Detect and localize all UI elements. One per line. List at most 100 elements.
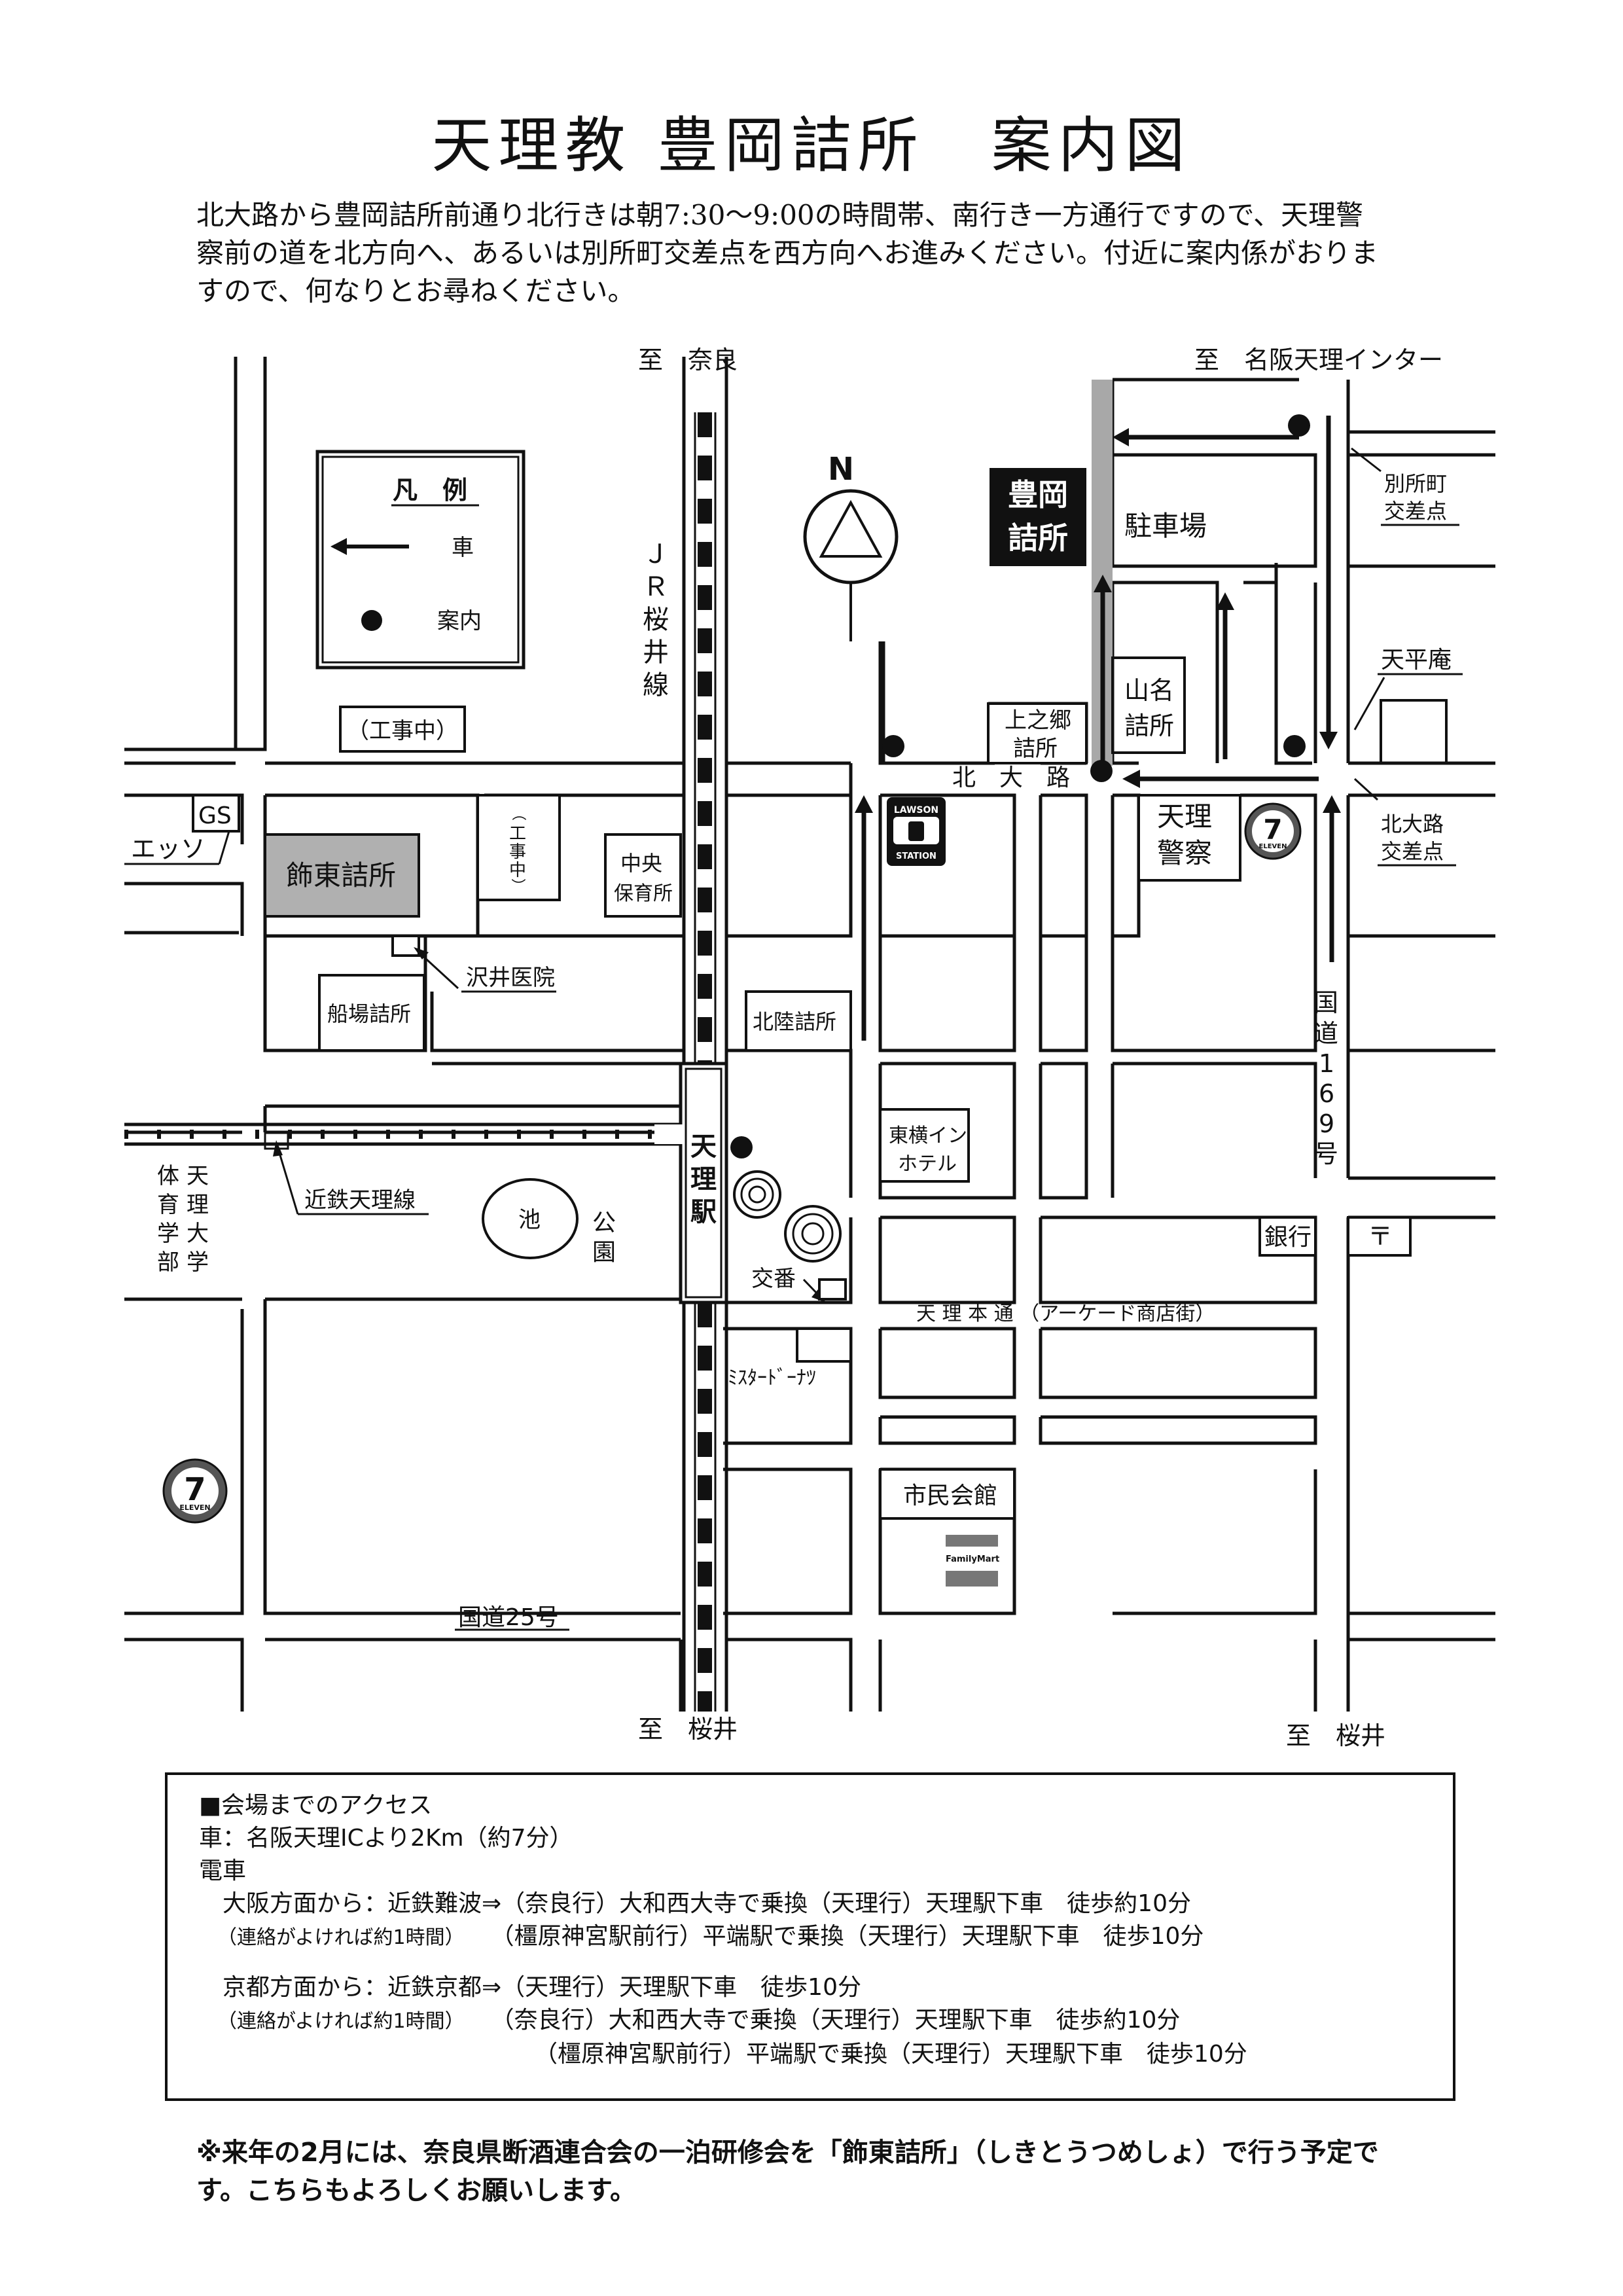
kintetsu-label: 近鉄天理線 [304, 1187, 416, 1213]
familymart-label: FamilyMart [946, 1554, 999, 1564]
tenri-station-label-2: 理 [690, 1164, 717, 1194]
access-osaka-route-2: （連絡がよければ約1時間） （橿原神宮駅前行）平端駅で乗換（天理行）天理駅下車 徒… [199, 1920, 1421, 1954]
kitaoji-road-label: 北 大 路 [952, 764, 1070, 791]
access-kyoto-route-2-text: （奈良行）大和西大寺で乗換（天理行）天理駅下車 徒歩約10分 [490, 2007, 1181, 2034]
footnote-line: ※来年の2月には、奈良県断酒連合会の一泊研修会を「飾東詰所」（しきとうつめしょ）… [196, 2138, 1379, 2168]
legend-guide-label: 案内 [437, 608, 482, 634]
seven-eleven-logo: 7 ELEVEN [162, 1458, 228, 1524]
park-label-1: 公 [592, 1210, 616, 1236]
toyooka-destination-box: 豊岡 詰所 [990, 468, 1086, 566]
tenri-station [654, 1062, 728, 1304]
guide-map: 凡 例 車 案内 N 至 奈良 至 名阪天理インター 至 桜井 至 桜井 豊岡 … [124, 346, 1495, 1750]
univ-label-col2-1: 体 [157, 1163, 179, 1189]
route169-char: 6 [1319, 1079, 1334, 1108]
access-kyoto-note: （連絡がよければ約1時間） [217, 2010, 465, 2033]
access-osaka-route-1: 大阪方面から：近鉄難波⇒（奈良行）大和西大寺で乗換（天理行）天理駅下車 徒歩約1… [223, 1890, 1191, 1917]
post-office-icon: 〒 [1368, 1222, 1393, 1251]
access-kyoto-route-1: 京都方面から：近鉄京都⇒（天理行）天理駅下車 徒歩10分 [223, 1974, 861, 2001]
construction-v-1: （ [510, 806, 526, 821]
mister-donut-label: ﾐｽﾀｰﾄﾞｰﾅﾂ [728, 1367, 816, 1390]
access-kyoto-route-3: （橿原神宮駅前行）平端駅で乗換（天理行）天理駅下車 徒歩10分 [534, 2041, 1247, 2068]
funaba-label: 船場詰所 [327, 1001, 411, 1026]
lawson-logo: LAWSON STATION [887, 797, 946, 866]
intro-text: 北大路から豊岡詰所前通り北行きは朝7:30～9:00の時間帯、南行き一方通行です… [196, 196, 1427, 310]
jr-sakurai-line-track [682, 412, 728, 1712]
page-title: 天理教 豊岡詰所 案内図 [431, 111, 1192, 181]
route169-char: 道 [1313, 1019, 1338, 1048]
seven-eleven-seven: 7 [184, 1471, 205, 1508]
access-train: 電車 [199, 1857, 247, 1884]
route169-char: 1 [1319, 1049, 1334, 1078]
route169-char: 号 [1313, 1139, 1338, 1168]
construction-v-2: 工 [509, 824, 526, 844]
legend-title: 凡 例 [393, 476, 467, 505]
arcade-label: 天 理 本 通 （アーケード商店街） [916, 1302, 1215, 1325]
kitaoji-crossing-label: 北大路 [1381, 812, 1444, 836]
esso-label: エッソ [131, 834, 205, 863]
guide-dot [1288, 414, 1310, 437]
place-labels: 駐車場 別所町 交差点 天平庵 山名 詰所 上之郷 詰所 北 大 路 天理 警察… [124, 447, 1463, 1631]
route169-char: 9 [1319, 1109, 1334, 1138]
seven-eleven-logo: 7 ELEVEN [1244, 802, 1302, 860]
legend: 凡 例 車 案内 [315, 450, 526, 670]
tenpeian-label: 天平庵 [1381, 647, 1452, 673]
shikito-label: 飾東詰所 [286, 859, 396, 891]
bessho-crossing-label: 別所町 [1384, 471, 1447, 496]
north-compass: N [803, 451, 899, 641]
to-nara-label: 至 奈良 [638, 346, 738, 374]
yamana-label-2: 詰所 [1124, 711, 1174, 740]
pond-label: 池 [518, 1207, 541, 1233]
koban-label: 交番 [751, 1266, 796, 1292]
to-interchange-label: 至 名阪天理インター [1194, 346, 1443, 374]
kaminogo-label-2: 詰所 [1013, 736, 1058, 762]
route25-label: 国道25号 [458, 1604, 559, 1631]
legend-car-label: 車 [452, 535, 474, 561]
jr-line-label: Ｊ Ｒ 桜 井 線 [643, 539, 669, 700]
intro-line: 察前の道を北方向へ、あるいは別所町交差点を西方向へお進みください。付近に案内係が… [196, 237, 1379, 269]
yamana-label: 山名 [1124, 676, 1174, 705]
civic-hall-label: 市民会館 [903, 1482, 997, 1509]
police-label: 天理 [1157, 800, 1212, 833]
jr-label-char: 線 [643, 670, 669, 700]
jr-label-char: 井 [643, 637, 669, 668]
jr-label-char: 桜 [643, 605, 669, 635]
seven-eleven-text: ELEVEN [1259, 843, 1287, 850]
guide-dots [730, 414, 1310, 1158]
route169-label: 国 道 1 6 9 号 [1313, 988, 1338, 1168]
footnote-line: す。こちらもよろしくお願いします。 [196, 2176, 636, 2206]
univ-label-col1-4: 学 [187, 1249, 209, 1276]
access-osaka-route-2-text: （橿原神宮駅前行）平端駅で乗換（天理行）天理駅下車 徒歩10分 [490, 1923, 1204, 1950]
bessho-crossing-label-2: 交差点 [1384, 499, 1447, 524]
lawson-text: LAWSON [894, 805, 938, 816]
pond [482, 1178, 579, 1259]
parking-label: 駐車場 [1124, 510, 1207, 542]
access-car: 車：名阪天理ICより2Km（約7分） [199, 1825, 573, 1852]
destination-line2: 詰所 [1008, 520, 1068, 556]
guide-dot [730, 1136, 753, 1158]
to-sakurai-label-right: 至 桜井 [1286, 1721, 1385, 1750]
tenri-station-label-3: 駅 [690, 1197, 717, 1227]
compass-north-label: N [828, 451, 854, 488]
bank-label: 銀行 [1264, 1224, 1311, 1251]
shikito-tsumesho [264, 833, 420, 918]
kitaoji-crossing-label-2: 交差点 [1381, 839, 1444, 864]
seven-eleven-text: ELEVEN [179, 1503, 210, 1512]
access-box: ■会場までのアクセス 車：名阪天理ICより2Km（約7分） 電車 大阪方面から：… [165, 1772, 1455, 2101]
gs-label: GS [198, 802, 232, 829]
univ-label-col2-2: 育 [157, 1192, 179, 1218]
univ-label-col2-3: 学 [157, 1221, 179, 1247]
kaminogo-label: 上之郷 [1005, 708, 1071, 734]
access-osaka-note: （連絡がよければ約1時間） [217, 1926, 465, 1949]
chuo-label: 中央 [620, 851, 662, 876]
access-kyoto-route-2: （連絡がよければ約1時間） （奈良行）大和西大寺で乗換（天理行）天理駅下車 徒歩約… [199, 2004, 1421, 2038]
footnote: ※来年の2月には、奈良県断酒連合会の一泊研修会を「飾東詰所」（しきとうつめしょ）… [196, 2134, 1440, 2210]
access-heading: ■会場までのアクセス [199, 1792, 433, 1819]
car-route-arrows [855, 416, 1341, 1041]
seven-eleven-seven: 7 [1263, 814, 1282, 846]
toyoko-label: 東横イン [889, 1124, 967, 1147]
construction-v-5: ） [509, 878, 526, 893]
jr-label-char: Ｊ [643, 539, 669, 569]
guide-dot [1283, 735, 1306, 757]
police-label-2: 警察 [1157, 837, 1212, 869]
to-sakurai-label-left: 至 桜井 [638, 1715, 738, 1744]
